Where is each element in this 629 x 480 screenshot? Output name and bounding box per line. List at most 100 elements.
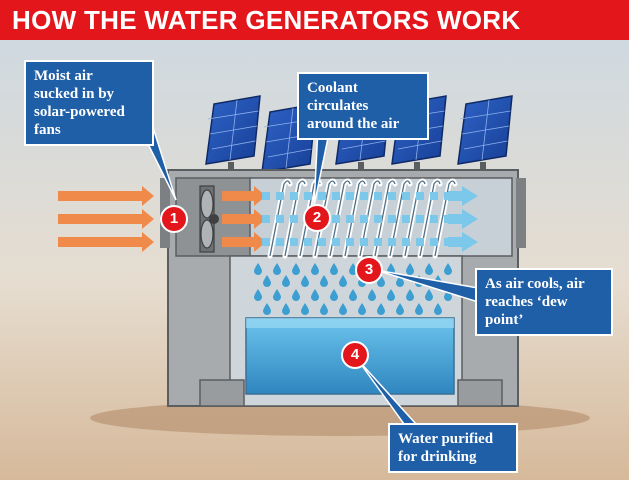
water-droplet-icon	[320, 275, 328, 287]
callout-line: point’	[485, 312, 524, 328]
water-droplet-icon	[311, 263, 319, 275]
air-stripe	[318, 192, 326, 200]
air-arrow-icon	[222, 209, 266, 229]
air-arrow-icon	[448, 209, 478, 229]
callout-step-4: Water purified for drinking	[388, 423, 518, 473]
air-stripe	[360, 215, 368, 223]
callout-line: fans	[34, 122, 61, 138]
water-droplet-icon	[358, 303, 366, 315]
callout-line: Water purified	[398, 431, 494, 447]
air-stripe	[304, 238, 312, 246]
air-stripe	[388, 238, 396, 246]
water-droplet-icon	[406, 263, 414, 275]
air-stripe	[416, 238, 424, 246]
water-droplet-icon	[339, 303, 347, 315]
callout-line: solar-powered	[34, 104, 125, 120]
air-stripe	[332, 215, 340, 223]
callout-line: reaches ‘dew	[485, 294, 568, 310]
water-droplet-icon	[273, 263, 281, 275]
air-stripe	[430, 215, 438, 223]
air-stripe	[374, 238, 382, 246]
air-stripe	[262, 192, 270, 200]
water-droplet-icon	[301, 275, 309, 287]
water-droplet-icon	[339, 275, 347, 287]
water-droplet-icon	[349, 289, 357, 301]
callout-step-3: As air cools, air reaches ‘dew point’	[475, 268, 613, 336]
air-stripe	[416, 215, 424, 223]
air-arrow-icon	[222, 232, 266, 252]
air-stripe	[360, 192, 368, 200]
callout-line: As air cools, air	[485, 276, 585, 292]
callout-line: Moist air	[34, 68, 93, 84]
step-badge-2: 2	[303, 204, 331, 232]
water-droplet-icon	[263, 275, 271, 287]
air-stripe	[346, 238, 354, 246]
step-badge-3: 3	[355, 256, 383, 284]
callout-line: for drinking	[398, 449, 477, 465]
water-droplets	[254, 263, 452, 315]
water-droplet-icon	[425, 289, 433, 301]
air-stripe	[388, 192, 396, 200]
air-stripe	[276, 215, 284, 223]
air-stripe	[402, 238, 410, 246]
water-droplet-icon	[301, 303, 309, 315]
solar-panel-icon	[457, 95, 513, 174]
air-stripe	[430, 192, 438, 200]
air-stripe	[262, 215, 270, 223]
coolant-coil-icon	[267, 178, 458, 259]
callout-line: sucked in by	[34, 86, 115, 102]
air-stripe	[430, 238, 438, 246]
air-stripe	[304, 192, 312, 200]
step-badge-4: 4	[341, 341, 369, 369]
water-droplet-icon	[254, 263, 262, 275]
water-droplet-icon	[292, 289, 300, 301]
water-droplet-icon	[406, 289, 414, 301]
water-droplet-icon	[425, 263, 433, 275]
water-droplet-icon	[377, 303, 385, 315]
air-arrow-icon	[448, 186, 478, 206]
air-arrow-icon	[58, 209, 154, 229]
air-stripe	[402, 215, 410, 223]
air-stripe	[416, 192, 424, 200]
air-stripe	[332, 238, 340, 246]
air-arrow-icon	[448, 232, 478, 252]
water-droplet-icon	[254, 289, 262, 301]
water-droplet-icon	[396, 275, 404, 287]
water-droplet-icon	[273, 289, 281, 301]
water-droplet-icon	[311, 289, 319, 301]
air-stripe	[374, 215, 382, 223]
air-stripe	[402, 192, 410, 200]
water-droplet-icon	[444, 263, 452, 275]
water-droplet-icon	[263, 303, 271, 315]
air-stripe	[374, 192, 382, 200]
air-stripe	[276, 192, 284, 200]
water-droplet-icon	[282, 303, 290, 315]
water-droplet-icon	[387, 289, 395, 301]
air-stripe	[388, 215, 396, 223]
water-droplet-icon	[368, 289, 376, 301]
step-badge-1: 1	[160, 205, 188, 233]
air-stripe	[332, 192, 340, 200]
air-stripe	[290, 215, 298, 223]
page-title: HOW THE WATER GENERATORS WORK	[12, 5, 521, 35]
water-droplet-icon	[396, 303, 404, 315]
air-arrow-icon	[222, 186, 266, 206]
water-droplet-icon	[330, 289, 338, 301]
air-stripe	[262, 238, 270, 246]
fan-icon	[199, 185, 219, 253]
air-arrow-icon	[58, 232, 154, 252]
solar-panel-icon	[205, 95, 261, 174]
air-stripe	[318, 238, 326, 246]
callout-step-1: Moist air sucked in by solar-powered fan…	[24, 60, 154, 146]
callout-line: around the air	[307, 116, 400, 132]
water-droplet-icon	[415, 303, 423, 315]
air-stripe	[290, 238, 298, 246]
air-stripe	[276, 238, 284, 246]
air-stripe	[360, 238, 368, 246]
callout-step-2: Coolant circulates around the air	[297, 72, 429, 140]
callout-line: Coolant	[307, 80, 358, 96]
water-droplet-icon	[320, 303, 328, 315]
callout-line: circulates	[307, 98, 369, 114]
water-droplet-icon	[292, 263, 300, 275]
